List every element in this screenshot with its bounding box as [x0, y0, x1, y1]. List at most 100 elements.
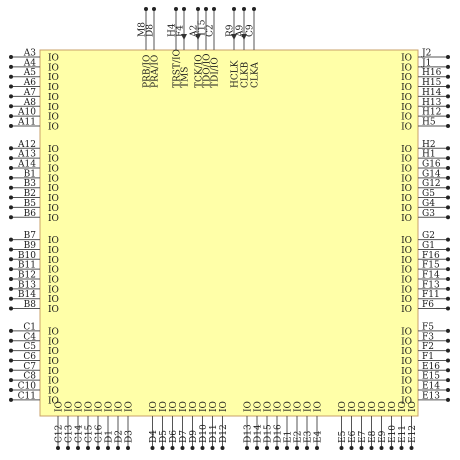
top-pin-function: TDO/IO	[203, 53, 213, 88]
top-pin-function: HCLK	[231, 60, 241, 88]
bottom-pin-function: IO	[75, 401, 85, 412]
bottom-pin-function: IO	[244, 401, 254, 412]
left-pin-function: IO	[48, 194, 59, 204]
right-pin-dot	[446, 277, 450, 281]
bottom-pin-dot	[275, 446, 279, 450]
left-pin-label: B3	[24, 179, 37, 189]
bottom-pin-dot	[389, 446, 394, 450]
left-pin-label: A3	[23, 49, 36, 59]
bottom-pin-label: D10	[199, 424, 209, 443]
right-pin-dot	[446, 296, 450, 301]
left-pin-label: B12	[18, 271, 36, 281]
bottom-pin-function: IO	[358, 401, 368, 412]
left-pin-label: B8	[24, 300, 37, 310]
left-pin-dot	[9, 55, 13, 59]
left-pin-dot	[9, 247, 13, 252]
left-pin-label: B1	[24, 169, 36, 179]
bottom-pin-label: E1	[284, 431, 294, 443]
bottom-pin-function: IO	[368, 401, 378, 412]
left-pin-label: C11	[18, 391, 36, 401]
left-pin-function: IO	[48, 54, 59, 64]
top-pin-dot	[204, 7, 208, 11]
left-pin-function: IO	[48, 103, 59, 113]
top-pin-function: CLKA	[251, 62, 261, 88]
bottom-pin-function: IO	[179, 401, 189, 412]
top-pin-dot	[144, 7, 148, 11]
right-pin-dot	[446, 146, 450, 151]
bottom-pin-function: IO	[85, 401, 95, 412]
top-pin-dot	[196, 7, 200, 11]
right-pin-label: G14	[422, 169, 441, 179]
bottom-pin-label: D9	[189, 430, 199, 443]
right-pin-function: IO	[401, 184, 412, 194]
bottom-pin-dot	[66, 446, 70, 450]
right-pin-label: H15	[422, 78, 442, 88]
bottom-pin-function: IO	[209, 401, 219, 412]
bottom-pin-label: C13	[65, 424, 75, 443]
bottom-pin-dot	[265, 446, 269, 450]
bottom-pin-label: E6	[348, 430, 358, 443]
left-pin-function: IO	[48, 295, 59, 305]
bottom-pin-dot	[255, 446, 259, 450]
left-pin-function: IO	[48, 396, 59, 406]
left-pin-dot	[9, 306, 13, 311]
left-pin-function: IO	[48, 122, 59, 132]
bottom-pin-dot	[116, 446, 120, 450]
left-pin-dot	[9, 358, 13, 363]
bottom-pin-label: C14	[75, 424, 85, 443]
left-pin-function: IO	[48, 63, 59, 73]
top-pin-dot	[182, 7, 186, 11]
right-pin-function: IO	[401, 122, 412, 132]
bottom-pin-function: IO	[398, 401, 408, 412]
bottom-pin-function: IO	[274, 401, 284, 412]
bottom-pin-label: D5	[159, 430, 169, 443]
left-pin-dot	[9, 397, 13, 402]
top-pin-dot	[152, 7, 156, 11]
right-pin-label: G12	[422, 179, 441, 189]
right-pin-function: IO	[401, 73, 412, 83]
bottom-pin-dot	[76, 446, 80, 450]
top-pin-function: TMS	[181, 67, 191, 88]
bottom-pin-dot	[170, 446, 175, 450]
bottom-pin-label: D12	[219, 424, 229, 443]
top-pin-label: F4	[176, 25, 186, 37]
input-arrow-icon	[181, 34, 187, 40]
bottom-pin-function: IO	[264, 401, 274, 412]
bottom-pin-label: D16	[274, 424, 284, 443]
right-pin-function: IO	[401, 295, 412, 305]
bottom-pin-label: D3	[125, 430, 135, 443]
left-pin-label: C1	[23, 322, 36, 332]
right-pin-dot	[446, 156, 450, 161]
right-pin-label: F1	[422, 352, 434, 362]
bottom-pin-label: D14	[254, 424, 264, 443]
bottom-pin-function: IO	[169, 401, 179, 412]
right-pin-function: IO	[401, 145, 412, 155]
right-pin-label: F16	[422, 251, 440, 261]
left-pin-label: B6	[24, 209, 37, 219]
bottom-pin-dot	[200, 446, 205, 450]
left-pin-label: A8	[23, 98, 36, 108]
left-pin-label: C5	[23, 342, 36, 352]
bottom-pin-function: IO	[338, 401, 348, 412]
left-pin-label: B14	[18, 290, 36, 300]
bottom-pin-label: E3	[304, 430, 314, 443]
left-pin-dot	[9, 64, 13, 69]
left-pin-function: IO	[48, 377, 59, 387]
top-pin-dot	[242, 7, 246, 11]
left-pin-dot	[9, 328, 13, 333]
right-pin-function: IO	[401, 396, 412, 406]
right-pin-function: IO	[401, 236, 412, 246]
left-pin-dot	[9, 205, 13, 210]
right-pin-function: IO	[401, 204, 412, 214]
bottom-pin-label: C15	[85, 424, 95, 443]
right-pin-dot	[446, 175, 450, 180]
top-pin-function: PRA/IO	[151, 55, 161, 88]
top-pin-label: T15	[198, 19, 208, 37]
right-pin-function: IO	[401, 327, 412, 337]
left-pin-function: IO	[48, 305, 59, 315]
left-pin-dot	[9, 104, 13, 109]
bottom-pin-label: E10	[388, 425, 398, 443]
right-pin-dot	[446, 55, 450, 59]
bottom-pin-dot	[379, 446, 384, 450]
